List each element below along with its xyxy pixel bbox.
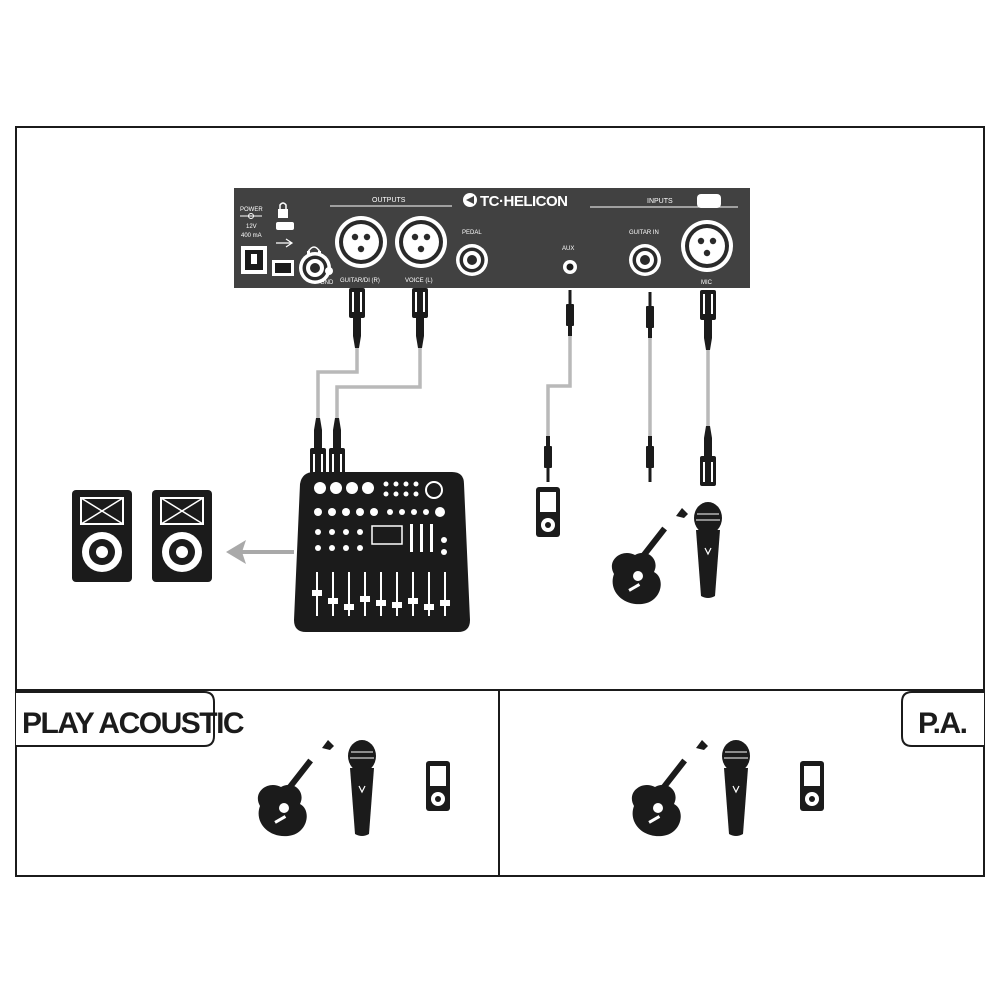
speaker-icon [71,489,133,583]
guitar-output-xlr [335,216,387,268]
dc-power-jack [241,246,267,274]
mp3-player-icon [536,487,560,537]
aux-jack [563,260,577,274]
jack-connector-icon [646,292,654,338]
voice-output-label: VOICE (L) [405,278,433,284]
voice-output-cable [335,348,422,420]
acoustic-guitar-icon [257,740,334,837]
jack-connector-icon [566,290,574,336]
acoustic-guitar-icon [611,508,688,605]
xlr-connector-icon [329,418,345,478]
inputs-label: INPUTS [647,198,673,205]
mic-input-xlr [681,220,733,272]
tc-helicon-unit: TC·HELICON OUTPUTS INPUTS POWER 12V 400 … [234,188,750,288]
voice-output-xlr [395,216,447,268]
microphone-icon [347,739,377,837]
speaker-icon [151,489,213,583]
guitar-in-label: GUITAR IN [629,230,659,236]
usb-icon [276,238,294,248]
cables [316,336,710,442]
power-label: POWER [240,207,263,213]
xlr-connector-icon [700,426,716,486]
guitar-output-cable [316,348,359,420]
signal-arrow [226,540,294,564]
mode-pa: P.A. [631,691,984,837]
outputs-label: OUTPUTS [372,197,406,204]
aux-label: AUX [562,246,574,252]
mp3-player-icon [800,761,824,811]
mode-label-pa: P.A. [918,707,967,740]
power-spec-label: 12V [246,224,257,230]
lock-icon [276,202,294,230]
microphone-icon [693,501,723,599]
mic-label: MIC [701,280,713,286]
mixer-icon [294,472,470,632]
guitar-output-label: GUITAR/DI (R) [340,278,380,284]
ground-terminal [325,267,333,275]
aux-cable [546,336,572,442]
mic-release-latch [697,194,721,208]
mp3-player-icon [426,761,450,811]
mode-label-play-acoustic: PLAY ACOUSTIC [22,707,244,740]
microphone-icon [721,739,751,837]
mode-play-acoustic: PLAY ACOUSTIC [16,691,450,837]
diagram-frame [15,126,985,877]
pedal-label: PEDAL [462,230,482,236]
acoustic-guitar-icon [631,740,708,837]
xlr-connector-icon [310,418,326,478]
guitar-in-jack [629,244,661,276]
jack-connector-icon [646,436,654,482]
gnd-label: GND [320,280,334,286]
usb-port [272,260,294,276]
power-current-label: 400 mA [241,233,262,239]
xlr-connector-icon [412,288,428,348]
xlr-connector-icon [349,288,365,348]
jack-connector-icon [544,436,552,482]
pedal-jack [456,244,488,276]
xlr-connector-icon [700,290,716,350]
brand-label: TC·HELICON [480,193,568,210]
